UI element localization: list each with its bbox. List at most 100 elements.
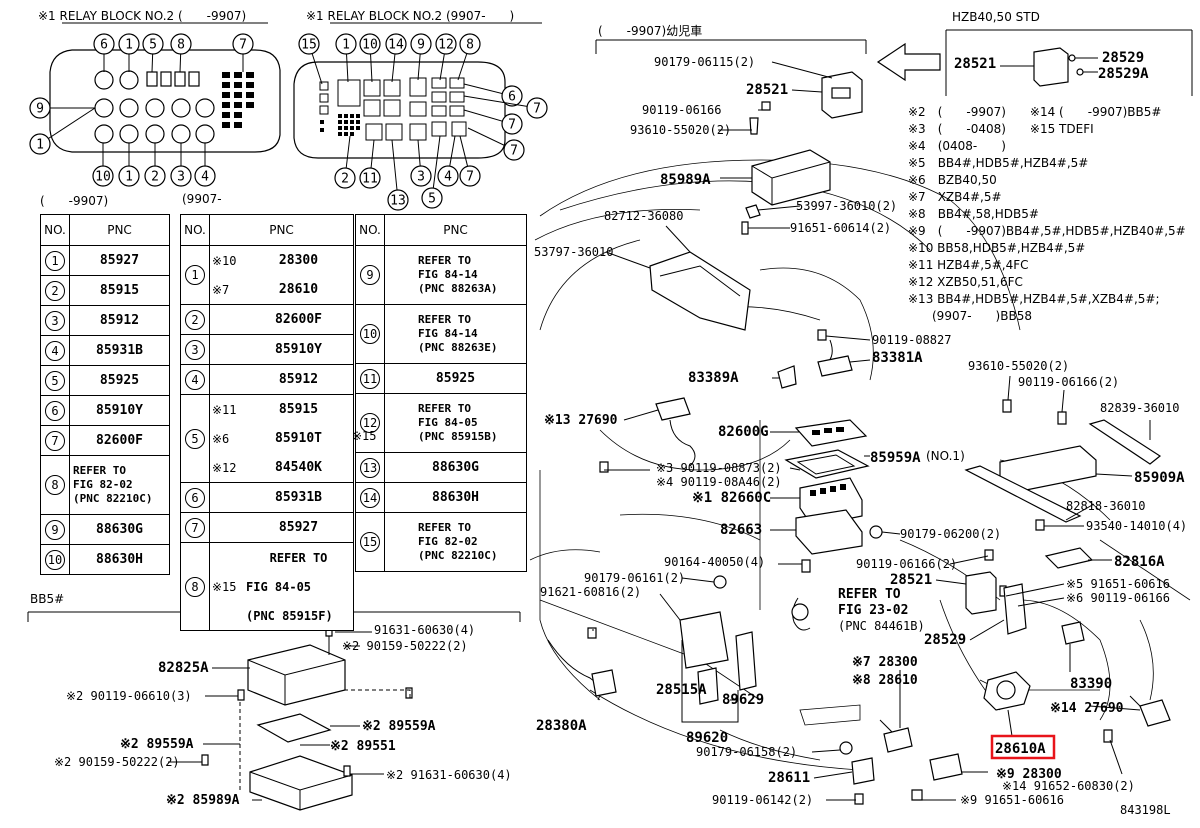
callout-circle: [385, 33, 407, 55]
table-row-no: 1: [40, 245, 70, 276]
part-label[interactable]: (PNC 84461B): [838, 619, 925, 633]
part-label[interactable]: 83390: [1070, 676, 1112, 692]
part-label[interactable]: ※3 90119-08873(2): [656, 461, 782, 475]
part-label[interactable]: 28529A: [1098, 66, 1149, 82]
part-label[interactable]: 90179-06200(2): [900, 527, 1001, 541]
part-label[interactable]: ※2 89559A: [120, 737, 194, 752]
part-label[interactable]: FIG 23-02: [838, 603, 908, 618]
part-label[interactable]: 89620: [686, 730, 728, 746]
part-label[interactable]: ※2 90159-50222(2): [54, 755, 180, 769]
part-label[interactable]: ※7 28300: [852, 655, 918, 670]
table-row-no: 9: [355, 245, 385, 305]
part-label[interactable]: 28380A: [536, 718, 587, 734]
part-label[interactable]: 93610-55020(2): [630, 123, 731, 137]
part-label[interactable]: ※14 91652-60830(2): [1002, 779, 1135, 793]
part-label[interactable]: ※4 90119-08A46(2): [656, 475, 782, 489]
part-label[interactable]: 53797-36010: [534, 245, 613, 259]
part-label[interactable]: ※2 90159-50222(2): [342, 639, 468, 653]
part-label[interactable]: ※9 28300: [996, 767, 1062, 782]
part-label[interactable]: 90179-06161(2): [584, 571, 685, 585]
part-label[interactable]: 90119-06166(2): [856, 557, 957, 571]
table-row-pnc: 88630G: [384, 452, 527, 483]
part-label[interactable]: 53997-36010(2): [796, 199, 897, 213]
part-label[interactable]: 93610-55020(2): [968, 359, 1069, 373]
part-label[interactable]: 83389A: [688, 370, 739, 386]
col-pnc: PNC: [209, 214, 354, 246]
callout-number: 12: [438, 38, 454, 53]
highlight-box[interactable]: [990, 734, 1056, 760]
part-label[interactable]: 91631-60630(4): [374, 623, 475, 637]
part-label[interactable]: ※8 28610: [852, 673, 918, 688]
table-row-no: 6: [180, 482, 210, 513]
part-label[interactable]: ※2 91631-60630(4): [386, 768, 512, 782]
part-label[interactable]: 90179-06115(2): [654, 55, 755, 69]
part-label[interactable]: 85989A: [660, 172, 711, 188]
callout-circle: [359, 167, 381, 189]
part-label[interactable]: 90179-06158(2): [696, 745, 797, 759]
part-label[interactable]: 90119-06142(2): [712, 793, 813, 807]
part-label[interactable]: ※6 90119-06166: [1066, 591, 1170, 605]
part-label[interactable]: ※2 89559A: [362, 719, 436, 734]
relay2-title: ※1 RELAY BLOCK NO.2 (9907- ): [306, 9, 514, 23]
part-label[interactable]: 89629: [722, 692, 764, 708]
part-label[interactable]: ※14 27690: [1050, 701, 1124, 716]
callout-circle: [387, 189, 409, 211]
part-label[interactable]: 91651-60614(2): [790, 221, 891, 235]
table-row-no: 10: [355, 304, 385, 364]
table1-caption: ( -9907): [40, 194, 109, 208]
part-label[interactable]: 85909A: [1134, 470, 1185, 486]
callout-number: 6: [100, 38, 108, 53]
part-label[interactable]: 90119-06166(2): [1018, 375, 1119, 389]
part-label[interactable]: 83381A: [872, 350, 923, 366]
part-label[interactable]: 93540-14010(4): [1086, 519, 1187, 533]
callout-number: 8: [466, 38, 474, 53]
part-label[interactable]: ※2 89551: [330, 739, 396, 754]
footnote-line: ※4 (0408- ): [908, 139, 1006, 153]
part-label[interactable]: 28521: [890, 572, 932, 588]
part-label[interactable]: 82600G: [718, 424, 769, 440]
part-label[interactable]: ※9 91651-60616: [960, 793, 1064, 807]
part-label[interactable]: ※5 91651-60616: [1066, 577, 1170, 591]
table-row-pnc: 85925: [69, 365, 170, 396]
callout-number: 2: [151, 170, 159, 185]
table-row-pnc: REFER TO FIG 84-14 (PNC 88263A): [384, 245, 527, 305]
highlighted-part-label[interactable]: 28610A: [995, 741, 1046, 757]
part-label[interactable]: 28611: [768, 770, 810, 786]
bb5-panel: [27, 611, 521, 811]
table-row-pnc: 85925: [384, 363, 527, 394]
part-label[interactable]: (NO.1): [926, 449, 965, 463]
part-label[interactable]: 82816A: [1114, 554, 1165, 570]
part-label[interactable]: ※2 85989A: [166, 793, 240, 808]
table-row-no: 2: [40, 275, 70, 306]
callout-number: 8: [177, 38, 185, 53]
part-label[interactable]: 28529: [1102, 50, 1144, 66]
part-label[interactable]: 28521: [746, 82, 788, 98]
callout-number: 3: [177, 170, 185, 185]
part-label[interactable]: 82663: [720, 522, 762, 538]
callout-circle: [194, 165, 216, 187]
part-label[interactable]: 91621-60816(2): [540, 585, 641, 599]
callout-number: 1: [125, 38, 133, 53]
part-label[interactable]: 82712-36080: [604, 209, 683, 223]
table-row-no: 15: [355, 512, 385, 572]
part-label[interactable]: 90119-08827: [872, 333, 951, 347]
part-label[interactable]: 28529: [924, 632, 966, 648]
part-label[interactable]: ※2 90119-06610(3): [66, 689, 192, 703]
part-label[interactable]: 90164-40050(4): [664, 555, 765, 569]
callout-number: 9: [36, 102, 44, 117]
part-label[interactable]: REFER TO: [838, 587, 901, 602]
table-row-pnc: 85915: [69, 275, 170, 306]
col-no: NO.: [40, 214, 70, 246]
part-label[interactable]: ※1 82660C: [692, 490, 771, 506]
part-label[interactable]: 85959A: [870, 450, 921, 466]
part-label[interactable]: 82818-36010: [1066, 499, 1145, 513]
part-label[interactable]: 28515A: [656, 682, 707, 698]
part-label[interactable]: 82825A: [158, 660, 209, 676]
footnote-line: ※3 ( -0408) ※15 TDEFI: [908, 122, 1094, 136]
part-label[interactable]: 28521: [954, 56, 996, 72]
part-label[interactable]: ※13 27690: [544, 413, 618, 428]
part-label[interactable]: 82839-36010: [1100, 401, 1179, 415]
part-label[interactable]: 90119-06166: [642, 103, 721, 117]
